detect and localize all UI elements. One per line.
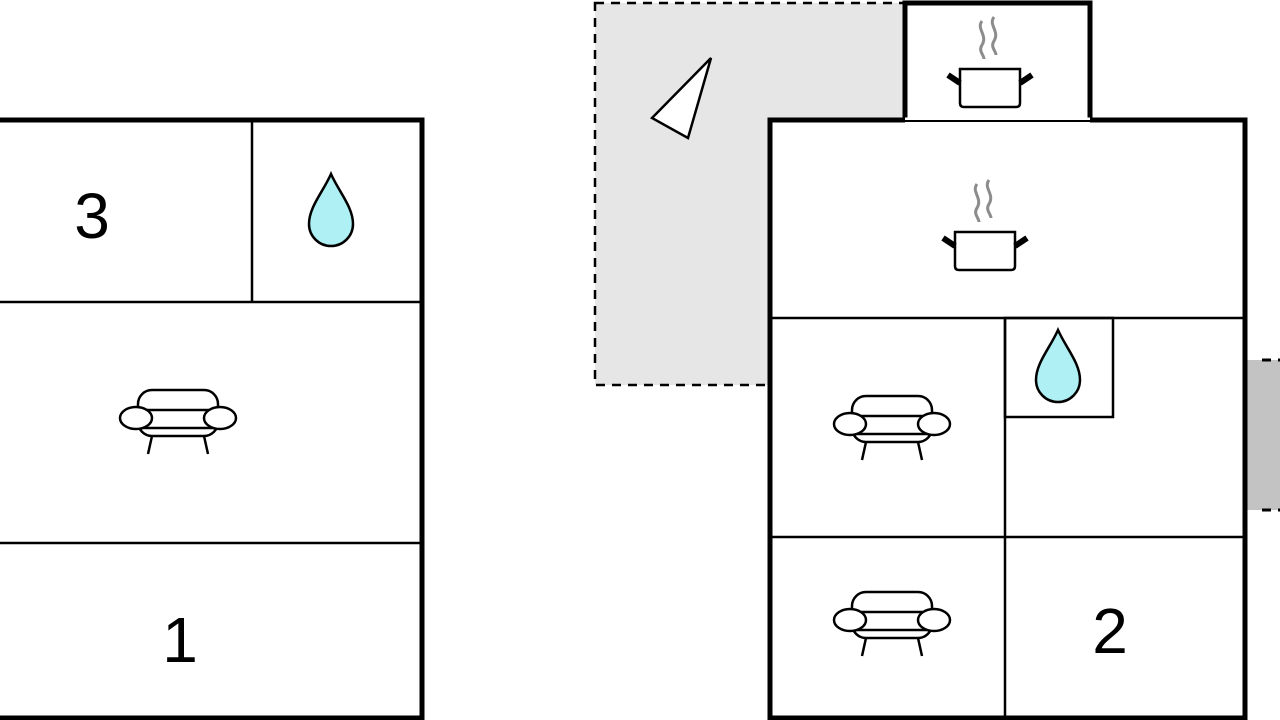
room-label-1: 1: [162, 604, 198, 676]
room-label-2: 2: [1092, 595, 1128, 667]
side-annex: [1247, 360, 1280, 510]
room-label-3: 3: [74, 180, 110, 252]
north-arrow-icon: [649, 57, 713, 140]
